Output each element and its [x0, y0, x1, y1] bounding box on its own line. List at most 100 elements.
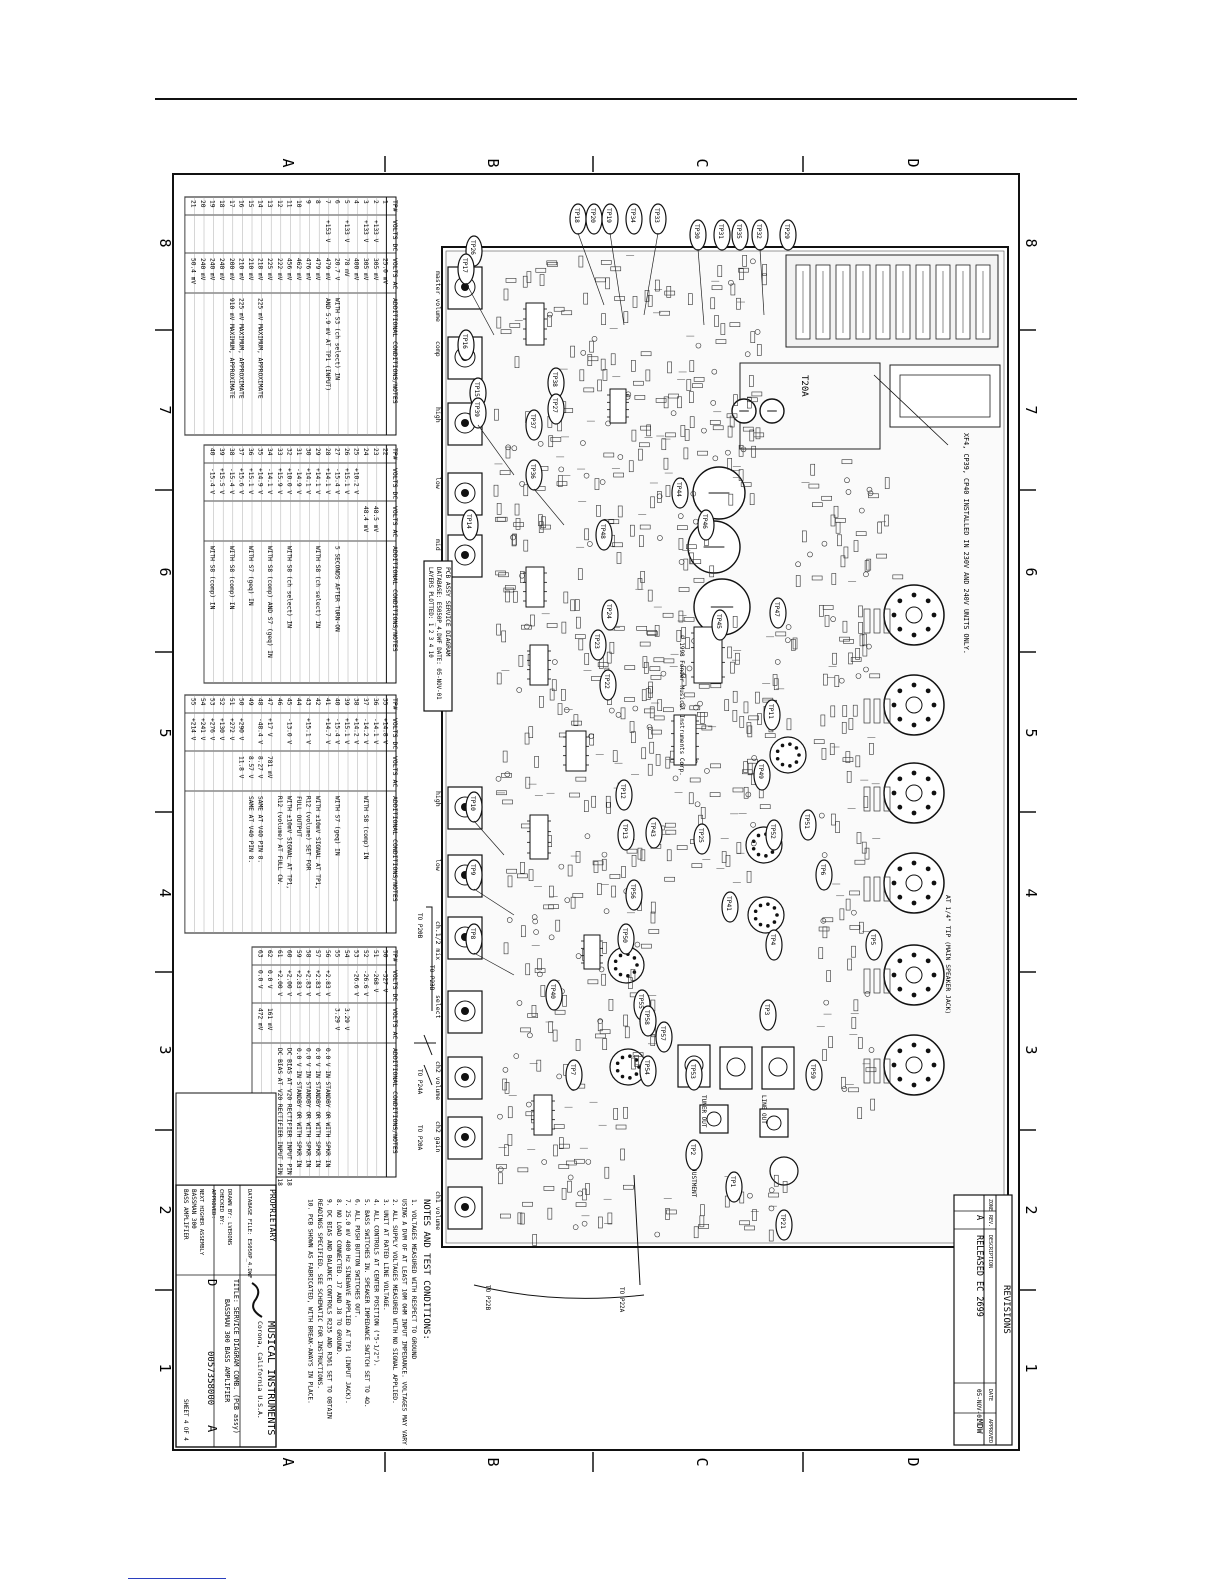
resistor	[583, 387, 595, 393]
table-cell: +15.1 V	[343, 718, 350, 744]
capacitor	[581, 1220, 588, 1227]
test-point-callout	[565, 1059, 583, 1091]
resistor	[683, 558, 689, 571]
resistor	[810, 463, 816, 476]
tube-pin	[772, 920, 777, 924]
tube-pin	[925, 688, 931, 694]
resistor	[863, 608, 871, 634]
capacitor	[686, 665, 693, 672]
test-point-callout	[465, 791, 483, 823]
resistor	[768, 1192, 779, 1198]
table-cell: 3.29 V	[333, 1008, 340, 1031]
pot-center	[461, 1203, 469, 1211]
table-cell: -268 V	[372, 970, 379, 993]
table-cell: 51	[372, 950, 379, 958]
tube-pin	[925, 716, 931, 722]
tube-pin	[931, 612, 937, 618]
resistor	[835, 518, 846, 523]
revision-description: RELEASED EC 2699	[974, 1235, 984, 1317]
resistor	[500, 329, 512, 335]
capacitor	[532, 918, 539, 925]
tube-pin	[897, 866, 903, 872]
page-footer-link[interactable]	[128, 1578, 226, 1579]
resistor	[579, 369, 585, 382]
resistor	[833, 505, 839, 518]
table-cell: +276 V	[209, 718, 216, 741]
tube-pin	[925, 1048, 931, 1054]
table-cell: -13.0 V	[285, 718, 292, 744]
resistor	[567, 1180, 572, 1193]
resistor	[548, 1021, 553, 1033]
drawing-title-2: BASSMAN 300 BASS AMPLIFIER	[223, 1299, 231, 1402]
tube-pin	[911, 810, 917, 816]
table-cell: 13	[266, 200, 273, 208]
resistor	[681, 666, 686, 678]
resistor	[596, 505, 601, 517]
resistor	[512, 533, 517, 546]
test-point-label: TP7	[569, 1064, 576, 1075]
table-cell: 50	[381, 950, 388, 958]
resistor	[602, 369, 608, 381]
capacitor	[768, 1205, 775, 1212]
resistor	[502, 799, 513, 805]
capacitor	[768, 1187, 775, 1193]
wire-p20b	[426, 906, 433, 1011]
test-point-label: TP46	[701, 514, 708, 529]
capacitor	[866, 643, 872, 650]
control-label: high	[434, 791, 442, 807]
capacitor	[563, 707, 570, 713]
test-point-callout	[779, 219, 797, 251]
table-cell: +290 V	[237, 718, 244, 741]
test-point-callout	[713, 219, 731, 251]
resistor	[736, 842, 742, 854]
resistor	[715, 339, 727, 344]
tube-pin	[925, 626, 931, 632]
resistor	[631, 429, 637, 442]
resistor	[681, 674, 687, 686]
tube-pin	[775, 913, 779, 917]
resistor	[637, 847, 643, 860]
resistor	[655, 754, 661, 766]
tube-pin	[897, 804, 903, 810]
table-cell: DC BIAS AT V20 RECTIFIER INPUT PIN 18	[276, 1048, 283, 1186]
resistor	[689, 416, 695, 428]
resistor	[505, 590, 510, 603]
resistor	[504, 585, 516, 590]
table-cell: +241 V	[199, 718, 206, 741]
checked-by: CHECKED BY:	[218, 1189, 224, 1225]
control-label: ch1 volume	[434, 1191, 442, 1230]
resistor	[634, 395, 646, 400]
to-p20b-label: TO P20B	[416, 913, 423, 939]
table-cell: -14.9 V	[295, 468, 302, 494]
resistor	[548, 435, 554, 448]
table-cell: 63	[257, 950, 264, 958]
table-cell: -327 V	[381, 970, 388, 993]
table-cell: +15.5 V	[218, 468, 225, 494]
tube-pin	[931, 880, 937, 886]
tube-pin	[891, 702, 897, 708]
tube-socket-key	[905, 606, 923, 624]
resistor	[651, 729, 662, 735]
capacitor	[697, 700, 703, 707]
tube-pin	[620, 1055, 625, 1060]
test-point-label: TP12	[619, 784, 626, 799]
test-point-label: TP54	[643, 1060, 650, 1075]
test-point-label: TP18	[573, 208, 580, 223]
resistor	[869, 743, 874, 755]
wire-p22a	[633, 1174, 641, 1286]
tube-pin	[925, 804, 931, 810]
resistor	[571, 720, 582, 726]
capacitor	[548, 934, 555, 941]
resistor	[559, 1137, 564, 1149]
callout-leader	[473, 820, 505, 856]
table-cell: 26	[343, 448, 350, 456]
next-higher-assembly: NEXT HIGHER ASSEMBLY	[198, 1189, 204, 1256]
resistor	[666, 849, 672, 862]
resistor	[493, 484, 499, 497]
table-header-cell: TP#	[391, 698, 399, 710]
resistor	[700, 1204, 705, 1216]
capacitor	[868, 1047, 875, 1053]
table-cell: +2.83 V	[324, 970, 331, 996]
drawing-sheet-number: SHEET 4 OF 4	[182, 1399, 188, 1441]
